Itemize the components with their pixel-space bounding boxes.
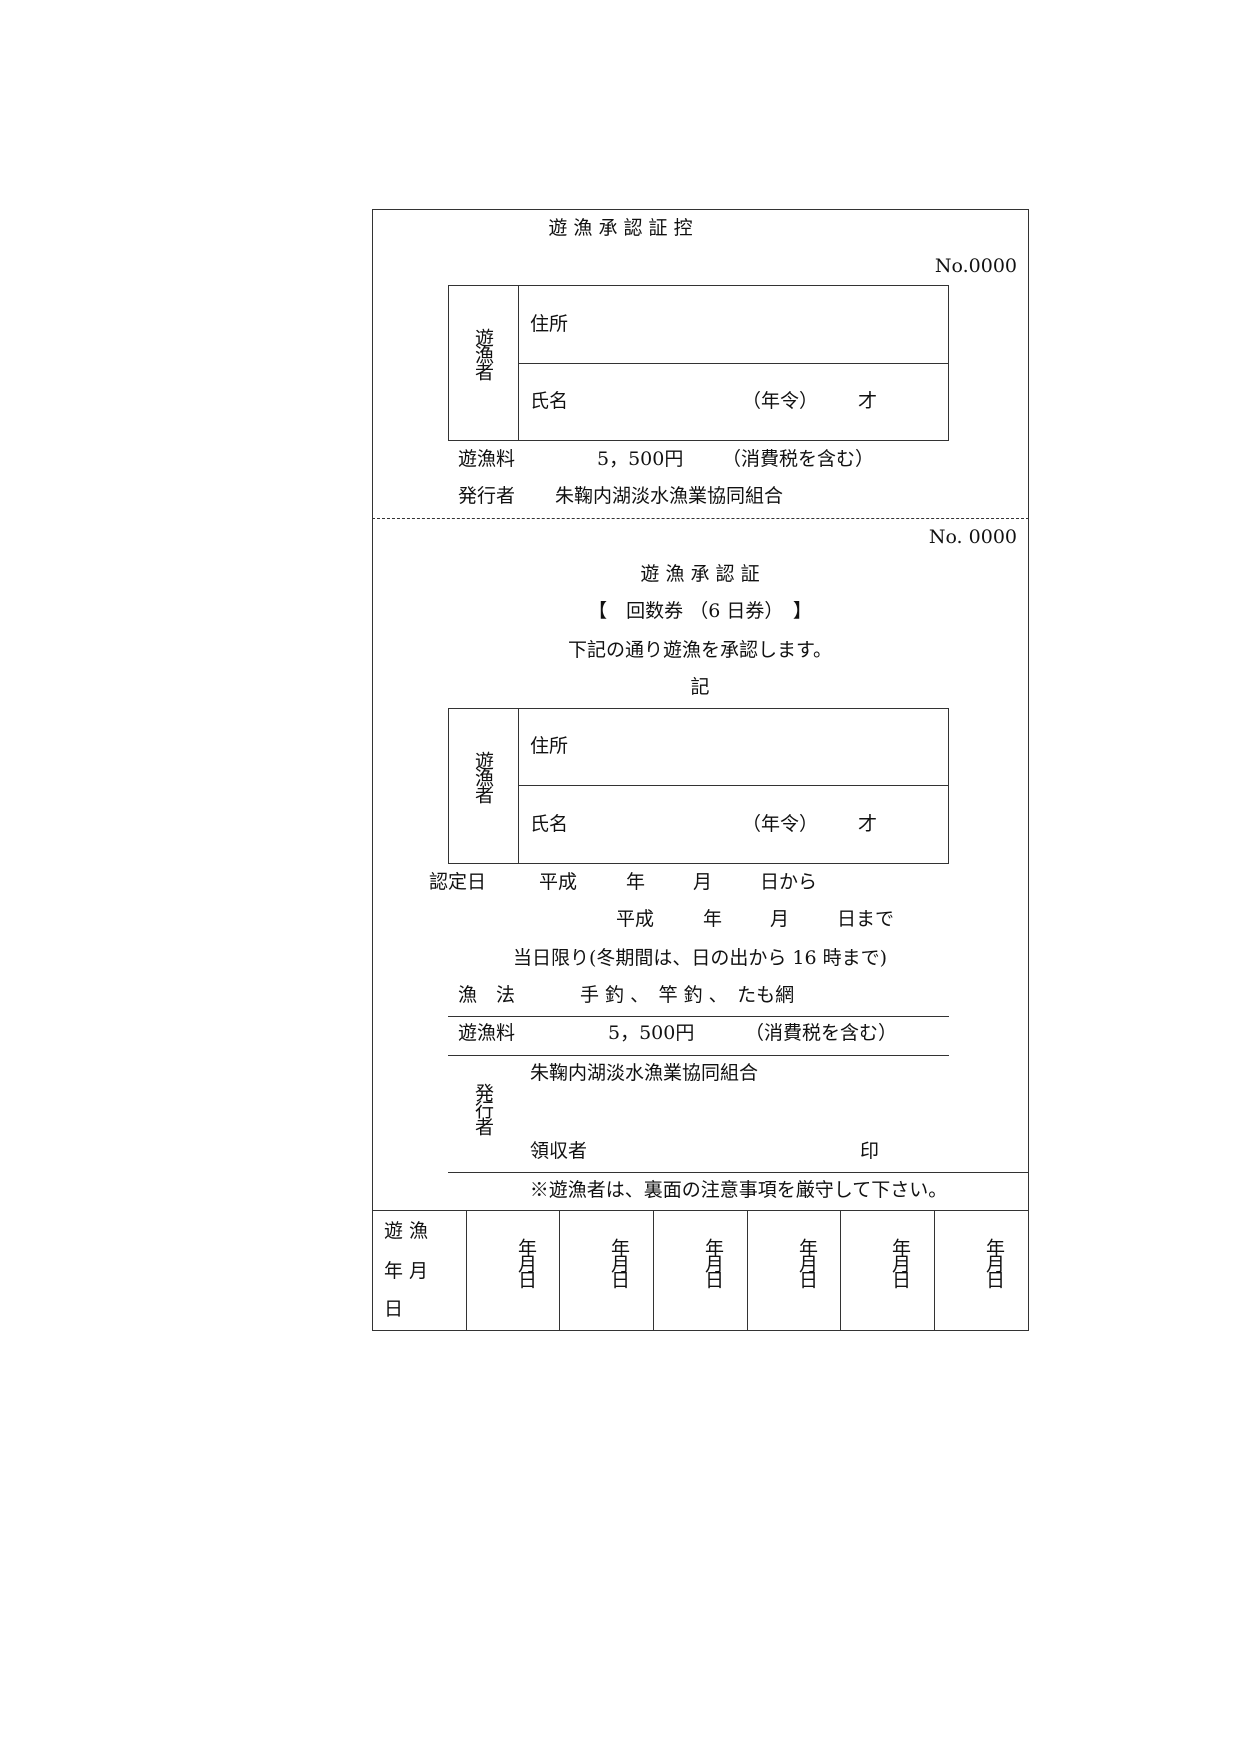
stub-issuer-value: 朱鞠内湖淡水漁業協同組合 [555,485,784,507]
fishing-date-cell: 年月日 [889,1238,911,1286]
ticket-issuer-label: 発行者 [472,1083,494,1134]
ticket-type: 【 回数券 （6 日券） 】 [588,600,812,622]
stub-title: 遊 漁 承 認 証 控 [548,217,693,239]
stub-fee-value: 5，500円 [597,448,684,470]
year-to: 年 [703,908,723,930]
day-to: 日まで [837,908,895,930]
notice: ※遊漁者は、裏面の注意事項を厳守して下さい。 [529,1179,948,1201]
ticket-angler-table [448,708,949,864]
stub-address-label: 住所 [530,313,569,335]
ticket-fee-value: 5，500円 [608,1022,695,1044]
column-divider [559,1210,560,1330]
month-from: 月 [693,871,713,893]
outer-border [372,209,1029,1331]
stub-fee-label: 遊漁料 [458,448,516,470]
date-label: 認定日 [429,871,487,893]
era-to: 平成 [616,908,655,930]
year-from: 年 [626,871,646,893]
day-from: 日から [760,871,818,893]
era-from: 平成 [539,871,578,893]
receiver-label: 領収者 [530,1140,588,1162]
stub-issuer-label: 発行者 [458,485,516,507]
ticket-fee-label: 遊漁料 [458,1022,516,1044]
divider [518,708,519,864]
ticket-name-label: 氏名 [530,813,569,835]
ticket-fee-note: （消費税を含む） [745,1022,898,1044]
dates-header-3: 日 [384,1298,404,1320]
stub-age-label: （年令） [742,390,819,412]
valid-hours: 当日限り(冬期間は、日の出から 16 時まで) [512,947,888,969]
month-to: 月 [770,908,790,930]
methods: 手 釣 、 竿 釣 、 たも網 [580,984,795,1006]
fishing-date-cell: 年月日 [608,1238,630,1286]
ticket-age-unit: 才 [858,813,878,835]
dates-header-2: 年 月 [384,1260,429,1282]
ticket-statement: 下記の通り遊漁を承認します。 [567,639,833,661]
ticket-ki: 記 [690,676,710,698]
stub-angler-label: 遊漁者 [472,328,494,379]
column-divider [653,1210,654,1330]
stub-age-unit: 才 [858,390,878,412]
divider [448,1016,949,1017]
ticket-number: No. 0000 [928,526,1017,548]
fishing-date-cell: 年月日 [796,1238,818,1286]
column-divider [466,1210,467,1330]
ticket-title: 遊 漁 承 認 証 [640,563,760,585]
ticket-issuer-value: 朱鞠内湖淡水漁業協同組合 [530,1062,759,1084]
divider [518,785,949,786]
divider [448,1055,949,1056]
ticket-address-label: 住所 [530,735,569,757]
divider [448,1172,1029,1173]
column-divider [840,1210,841,1330]
dates-header-1: 遊 漁 [384,1220,429,1242]
cut-line [372,518,1029,519]
fishing-date-cell: 年月日 [515,1238,537,1286]
method-label: 漁 法 [458,984,516,1006]
ticket-angler-label: 遊漁者 [472,751,494,802]
stub-fee-note: （消費税を含む） [722,448,875,470]
divider [372,1210,1029,1211]
stub-name-label: 氏名 [530,390,569,412]
stub-number: No.0000 [934,255,1017,277]
column-divider [934,1210,935,1330]
ticket-age-label: （年令） [742,813,819,835]
column-divider [747,1210,748,1330]
seal-mark: 印 [860,1140,880,1162]
fishing-date-cell: 年月日 [702,1238,724,1286]
divider [518,363,949,364]
fishing-date-cell: 年月日 [983,1238,1005,1286]
